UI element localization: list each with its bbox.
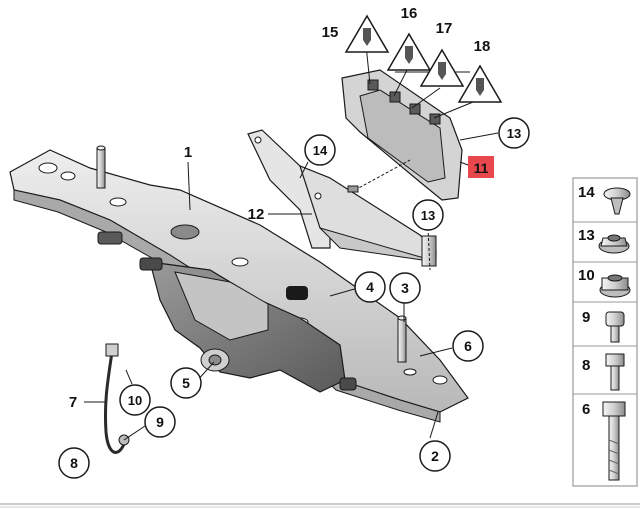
svg-text:15: 15 (322, 24, 339, 41)
differential-housing (97, 231, 357, 393)
hex-nut-icon (599, 274, 631, 298)
legend-label: 14 (578, 184, 595, 201)
warning-triangle-icon (344, 14, 390, 53)
callout-15: 15 (322, 24, 339, 41)
socket-screw-icon (605, 311, 625, 343)
warning-triangle-icon (457, 64, 503, 103)
svg-text:14: 14 (313, 143, 328, 158)
bracket (247, 129, 437, 267)
svg-text:13: 13 (421, 208, 435, 223)
flange-nut-icon (598, 234, 630, 254)
crossmember (9, 149, 469, 423)
svg-text:16: 16 (401, 5, 418, 22)
svg-text:10: 10 (128, 393, 142, 408)
callout-17: 17 (436, 20, 453, 37)
warning-triangle-icon (386, 32, 432, 71)
svg-text:9: 9 (156, 414, 164, 430)
callout-6: 6 (452, 330, 484, 362)
legend-label: 9 (582, 309, 590, 326)
warning-triangle-icon (419, 48, 465, 87)
callout-13-bracket: 13 (412, 199, 444, 231)
callout-2: 2 (419, 440, 451, 472)
callout-18: 18 (474, 38, 491, 55)
svg-text:18: 18 (474, 38, 491, 55)
push-clip-icon (603, 187, 631, 215)
callout-13-top: 13 (498, 117, 530, 149)
svg-text:12: 12 (248, 206, 265, 223)
hex-bolt-long-icon (602, 401, 626, 481)
svg-text:4: 4 (366, 279, 374, 295)
svg-text:3: 3 (401, 280, 409, 296)
callout-1: 1 (184, 144, 192, 161)
control-unit (341, 69, 463, 201)
legend-label: 8 (582, 357, 590, 374)
callout-11-highlighted: 11 (468, 156, 494, 178)
svg-text:7: 7 (69, 394, 77, 411)
callout-4: 4 (354, 271, 386, 303)
svg-text:6: 6 (464, 338, 472, 354)
svg-text:8: 8 (70, 455, 78, 471)
hex-bolt-short-icon (605, 353, 625, 391)
svg-text:2: 2 (431, 448, 439, 464)
warning-triangle-icons (344, 14, 503, 103)
svg-text:1: 1 (184, 144, 192, 161)
callout-14: 14 (304, 134, 336, 166)
legend-label: 10 (578, 267, 595, 284)
callout-9: 9 (144, 406, 176, 438)
callout-7: 7 (69, 394, 77, 411)
callout-8: 8 (58, 447, 90, 479)
legend-label: 13 (578, 227, 595, 244)
svg-text:17: 17 (436, 20, 453, 37)
bottom-table-edge (0, 503, 640, 508)
mount-stud-left (96, 145, 106, 189)
svg-text:5: 5 (182, 375, 190, 391)
legend-label: 6 (582, 401, 590, 418)
callout-3: 3 (389, 272, 421, 304)
svg-text:13: 13 (507, 126, 521, 141)
callout-12: 12 (248, 206, 265, 223)
callout-16: 16 (401, 5, 418, 22)
fastener-legend: 14 13 10 9 8 6 (572, 177, 638, 487)
callout-5: 5 (170, 367, 202, 399)
svg-text:11: 11 (474, 160, 489, 176)
callout-10: 10 (119, 384, 151, 416)
bolt-3 (397, 315, 407, 363)
